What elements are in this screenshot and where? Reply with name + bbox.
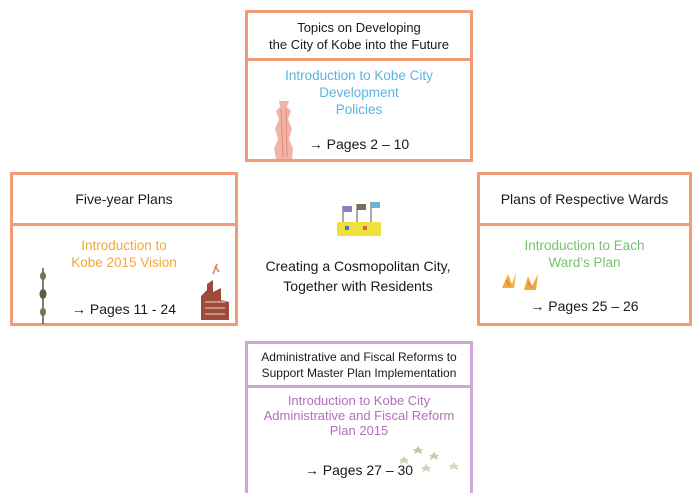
star-cluster-illustration-icon [399, 446, 459, 472]
topic-box-future-development: Topics on Developing the City of Kobe in… [245, 10, 473, 162]
page-reference: → Pages 25 – 26 [530, 298, 639, 314]
topic-box-ward-plans: Plans of Respective Wards Introduction t… [477, 172, 692, 326]
flags-illustration-icon [337, 202, 381, 236]
title-line: the City of Kobe into the Future [269, 36, 449, 52]
topic-box-administrative-reforms: Administrative and Fiscal Reforms to Sup… [245, 341, 473, 493]
title-line: Support Master Plan Implementation [261, 365, 457, 380]
title-line: Topics on Developing [297, 19, 421, 35]
page-reference: → Pages 11 - 24 [71, 301, 177, 317]
central-theme-line: Creating a Cosmopolitan City, [265, 258, 451, 274]
intro-line: Kobe 2015 Vision [71, 255, 177, 270]
intro-link[interactable]: Introduction to Kobe City Administrative… [248, 393, 470, 438]
tower-illustration-icon [274, 101, 293, 159]
topic-box-title: Plans of Respective Wards [480, 175, 689, 226]
intro-line: Introduction to Each [524, 238, 645, 253]
intro-line: Introduction to [81, 238, 167, 253]
topic-box-five-year-plans: Five-year Plans Introduction to Kobe 201… [10, 172, 238, 326]
intro-line: Ward’s Plan [548, 255, 621, 270]
intro-line: Development [319, 85, 399, 100]
topic-box-body: Introduction to Kobe 2015 Vision → Pages… [13, 226, 235, 324]
topic-box-title: Five-year Plans [13, 175, 235, 226]
page-reference: → Pages 2 – 10 [308, 136, 410, 152]
lantern-illustration-icon [39, 268, 47, 324]
intro-line: Introduction to Kobe City [285, 68, 433, 83]
intro-link[interactable]: Introduction to Each Ward’s Plan [480, 237, 689, 271]
intro-line: Administrative and Fiscal Reform [263, 408, 455, 423]
bird-pair-illustration-icon [502, 272, 538, 290]
intro-line: Introduction to Kobe City [287, 393, 431, 408]
intro-line: Plan 2015 [329, 423, 389, 438]
topic-box-title: Administrative and Fiscal Reforms to Sup… [248, 344, 470, 388]
intro-link[interactable]: Introduction to Kobe 2015 Vision [13, 237, 235, 271]
title-line: Administrative and Fiscal Reforms to [261, 349, 457, 364]
topic-box-title: Topics on Developing the City of Kobe in… [248, 13, 470, 61]
central-theme-line: Together with Residents [283, 278, 433, 294]
topic-box-body: Introduction to Each Ward’s Plan → Pages… [480, 226, 689, 323]
central-theme: Creating a Cosmopolitan City, Together w… [238, 256, 478, 296]
intro-link[interactable]: Introduction to Kobe City Development Po… [248, 67, 470, 118]
topic-box-body: Introduction to Kobe City Development Po… [248, 61, 470, 159]
topic-box-body: Introduction to Kobe City Administrative… [248, 388, 470, 493]
building-illustration-icon [201, 263, 229, 320]
intro-line: Policies [335, 102, 383, 117]
page-reference: → Pages 27 – 30 [304, 462, 414, 478]
